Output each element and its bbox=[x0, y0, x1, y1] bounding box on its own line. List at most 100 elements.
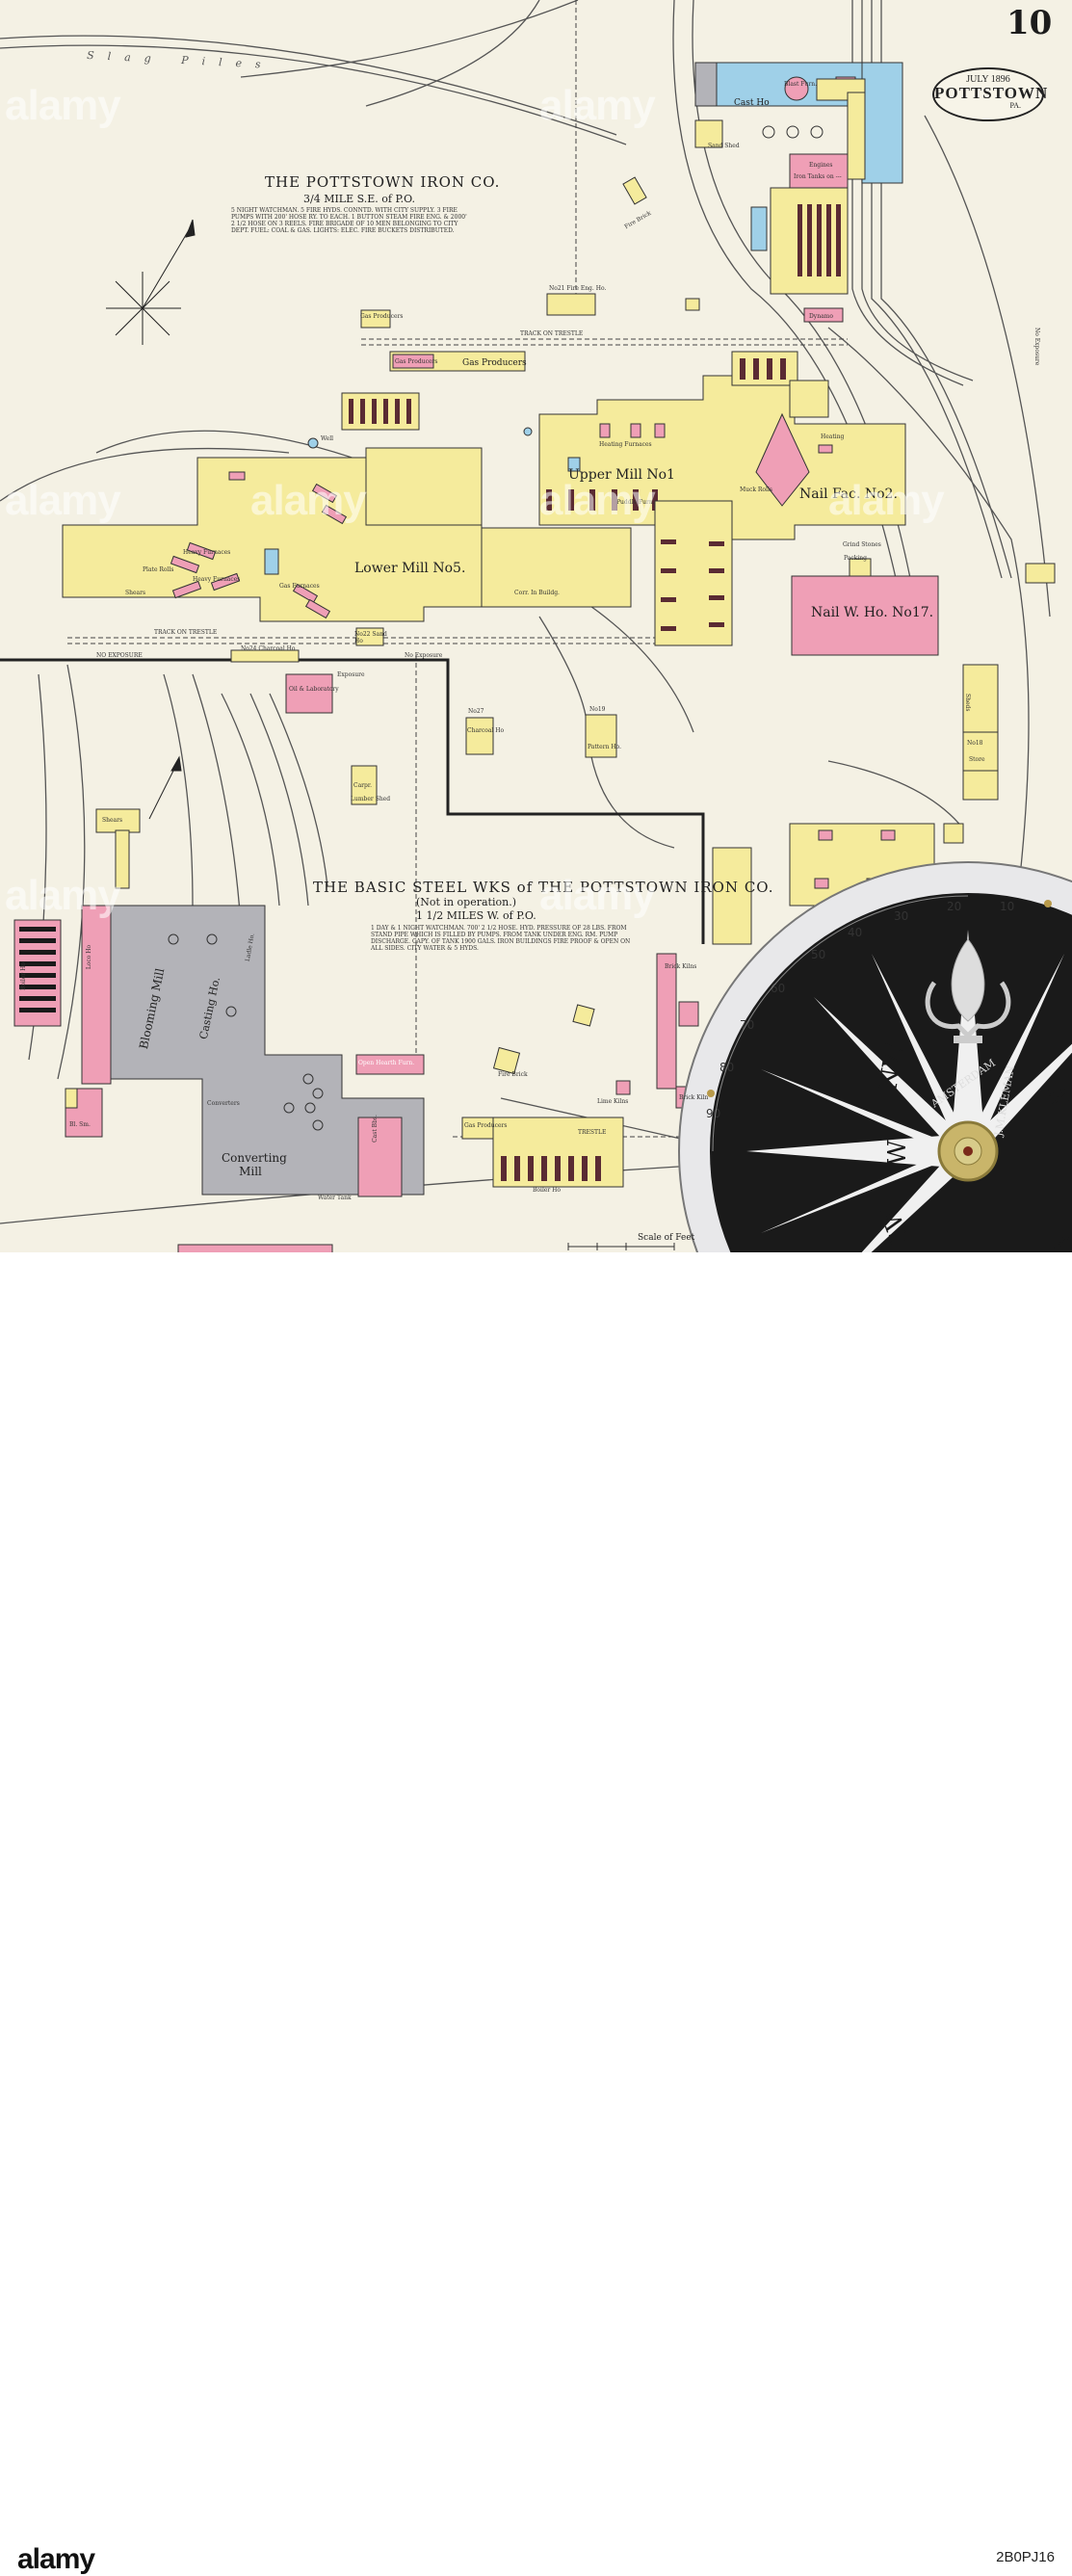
scale-label: Scale of Feet bbox=[638, 1233, 695, 1243]
no-exposure-label-2: No Exposure bbox=[405, 652, 443, 659]
railroad-line bbox=[577, 596, 694, 733]
scale-bar bbox=[567, 1243, 675, 1250]
stove-circle bbox=[810, 125, 824, 139]
shears-building bbox=[789, 380, 829, 418]
steel-works-status: (Not in operation.) bbox=[416, 896, 516, 908]
pattern-house-label: Pattern Ho. bbox=[588, 744, 622, 750]
degree-label-90: 90 bbox=[706, 1107, 720, 1120]
brick-kilns-label: Brick Kilns bbox=[665, 963, 697, 970]
small-shed bbox=[685, 298, 700, 311]
mill-furnace-marks bbox=[599, 423, 833, 454]
puddle-furnace-label: Puddle Furn. bbox=[616, 499, 655, 506]
small-annex bbox=[65, 1088, 78, 1109]
gas-producers-bank bbox=[341, 392, 420, 431]
iron-co-distance: 3/4 MILE S.E. of P.O. bbox=[303, 193, 416, 205]
no-exposure-label-right: No Exposure bbox=[1033, 328, 1040, 366]
watermark: alamy bbox=[5, 82, 121, 129]
iron-tanks-label: Iron Tanks on --- bbox=[794, 173, 842, 180]
small-tank bbox=[750, 206, 768, 251]
railroad-line bbox=[827, 760, 964, 829]
railroad-line bbox=[827, 327, 1030, 868]
shears-shed bbox=[95, 808, 141, 833]
cast-house-annex bbox=[694, 62, 718, 107]
gas-producer-small bbox=[461, 1117, 494, 1140]
fire-engine-house bbox=[546, 293, 596, 316]
railroad-line bbox=[0, 447, 290, 502]
railroad-line bbox=[269, 693, 328, 887]
converter-circles bbox=[168, 933, 324, 1131]
steel-works-distance: 1 1/2 MILES W. of P.O. bbox=[416, 909, 536, 922]
muck-rolls-label: Muck Rolls bbox=[740, 486, 772, 493]
railroad-line bbox=[871, 0, 1003, 579]
gas-furnaces-label: Gas Furnaces bbox=[279, 583, 320, 590]
pattern-house-building bbox=[585, 714, 617, 758]
corr-building-label: Corr. In Buildg. bbox=[514, 590, 560, 596]
railroad-line bbox=[57, 664, 86, 1080]
stock-logo[interactable]: alamy bbox=[17, 2543, 95, 2575]
cartouche-city: POTTSTOWN bbox=[934, 84, 1049, 102]
well-circle bbox=[307, 437, 319, 449]
trestle-label: TRESTLE bbox=[578, 1129, 607, 1136]
railroad-line bbox=[924, 115, 1051, 618]
shears-2-label: Shears bbox=[102, 817, 123, 824]
iron-co-title: THE POTTSTOWN IRON CO. bbox=[265, 173, 501, 191]
map-graphics: NW W N SW S J.M.KLEMAN AMSTERDAM 10 20 3… bbox=[0, 0, 1072, 1252]
degree-label-20: 20 bbox=[947, 900, 961, 913]
puddle-furnace-bank bbox=[546, 489, 658, 511]
railroad-line bbox=[249, 693, 309, 907]
furnace-passage bbox=[847, 92, 866, 180]
lower-mill-north-wing bbox=[365, 447, 483, 526]
lumber-shed-label: Lumber Shed bbox=[351, 796, 391, 802]
brick-kilns-building bbox=[656, 953, 677, 1090]
city-cartouche: JULY 1896 POTTSTOWN PA. bbox=[932, 67, 1049, 121]
building-edge bbox=[177, 1244, 333, 1252]
blast-furnace-label: Blast Furn. bbox=[784, 81, 817, 88]
small-shed bbox=[943, 823, 964, 844]
railroad-line bbox=[163, 673, 194, 907]
gas-producers-label-3: Gas Producers bbox=[462, 358, 527, 368]
small-shed bbox=[572, 1004, 595, 1027]
producer-flues bbox=[349, 399, 411, 424]
blast-furnace-circle bbox=[784, 76, 809, 101]
furnace-bank bbox=[740, 358, 786, 380]
gas-producer-shed bbox=[712, 847, 752, 945]
blast-furnace-stack bbox=[861, 62, 903, 184]
fire-engine-house-label: No21 Fire Eng. Ho. bbox=[549, 285, 607, 292]
steel-works-notes: 1 DAY & 1 NIGHT WATCHMAN. 700' 2 1/2 HOS… bbox=[371, 925, 631, 952]
upper-mill-label: Upper Mill No1 bbox=[568, 467, 675, 483]
railroad-line bbox=[880, 0, 1012, 579]
engine-house bbox=[789, 153, 849, 189]
no19-label: No19 bbox=[589, 706, 606, 713]
railroad-line bbox=[192, 673, 242, 926]
stove-circle bbox=[762, 125, 775, 139]
fire-brick-shed bbox=[622, 176, 647, 205]
railroad-line bbox=[221, 693, 280, 907]
charcoal-house-building bbox=[230, 649, 300, 663]
laboratory-label: Oil & Laboratory bbox=[289, 686, 339, 693]
railroad-line bbox=[851, 0, 964, 386]
engine-pump-house bbox=[357, 1117, 403, 1197]
converters-label: Converters bbox=[207, 1100, 240, 1107]
tank-circle bbox=[523, 427, 533, 436]
gas-producers-label-2: Gas Producers bbox=[395, 358, 438, 365]
exposure-label: Exposure bbox=[337, 671, 365, 678]
drawing-shed bbox=[1025, 563, 1056, 584]
plate-rolls-label: Plate Rolls bbox=[143, 566, 174, 573]
trestle-label-1: TRACK ON TRESTLE bbox=[520, 330, 584, 337]
sanborn-map-sheet: NW W N SW S J.M.KLEMAN AMSTERDAM 10 20 3… bbox=[0, 0, 1072, 1252]
railroad-line bbox=[0, 44, 627, 145]
image-id: 2B0PJ16 bbox=[996, 2549, 1055, 2565]
loco-house-label: Loco Ho bbox=[86, 944, 93, 970]
gas-producers-label-1: Gas Producers bbox=[360, 313, 404, 320]
cartouche-state: PA. bbox=[1009, 101, 1022, 110]
railroad-line bbox=[0, 35, 617, 136]
north-arrow-icon bbox=[106, 219, 196, 345]
boiler-bank bbox=[797, 204, 841, 276]
rose-label-w: W bbox=[883, 1140, 912, 1166]
heavy-furnaces-label-1: Heavy Furnaces bbox=[183, 549, 231, 556]
iron-co-notes: 5 NIGHT WATCHMAN. 5 FIRE HYDS. CONNTD. W… bbox=[231, 207, 467, 234]
shears-label: Shears bbox=[125, 590, 146, 596]
boiler-house-label: Boiler Ho bbox=[20, 961, 28, 991]
railroad-line bbox=[240, 0, 579, 78]
corrugated-building bbox=[481, 527, 632, 608]
